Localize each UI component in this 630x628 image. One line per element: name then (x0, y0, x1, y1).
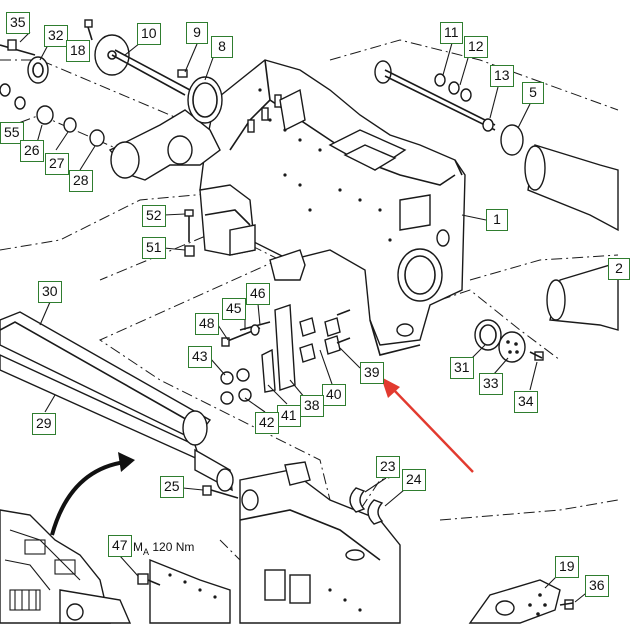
callout-40: 40 (322, 384, 346, 406)
hub-31-33 (474, 319, 544, 363)
red-pointer-arrow (381, 377, 474, 473)
callout-25: 25 (160, 476, 184, 498)
ring-8 (177, 69, 223, 124)
bolt-25 (202, 485, 239, 499)
diagram-drawing (0, 19, 619, 624)
callout-48: 48 (195, 313, 219, 335)
callout-19: 19 (555, 556, 579, 578)
right-shaft (374, 60, 619, 331)
callout-8: 8 (211, 36, 233, 58)
torque-value: 120 Nm (152, 540, 195, 554)
callout-27: 27 (45, 153, 69, 175)
main-frame (199, 59, 466, 356)
bolt-47 (137, 573, 161, 586)
left-hardware (0, 19, 105, 147)
plate-19 (468, 579, 574, 624)
torque-subscript: A (143, 547, 150, 557)
callout-33: 33 (479, 373, 503, 395)
callout-47: 47 (108, 535, 132, 557)
callout-24: 24 (402, 469, 426, 491)
callout-29: 29 (32, 413, 56, 435)
callout-11: 11 (440, 22, 463, 44)
torque-spec: MA 120 Nm (133, 540, 195, 557)
callout-36: 36 (585, 575, 609, 597)
callout-5: 5 (522, 82, 544, 104)
tube-29-30 (0, 311, 234, 492)
callout-38: 38 (300, 395, 324, 417)
callout-35: 35 (6, 12, 30, 34)
rotation-arrow (50, 452, 135, 536)
callout-18: 18 (66, 40, 90, 62)
callout-13: 13 (490, 65, 514, 87)
clips-23-24 (349, 487, 384, 525)
callout-34: 34 (514, 391, 538, 413)
callout-52: 52 (142, 205, 166, 227)
plate-10 (94, 34, 191, 96)
callout-30: 30 (38, 281, 62, 303)
callout-46: 46 (246, 283, 270, 305)
callout-2: 2 (608, 258, 630, 280)
callout-28: 28 (69, 170, 93, 192)
callout-42: 42 (255, 412, 279, 434)
callout-26: 26 (20, 140, 44, 162)
torque-symbol: M (133, 540, 143, 554)
callout-55: 55 (0, 122, 24, 144)
lower-frame (149, 461, 401, 624)
callout-10: 10 (137, 23, 161, 45)
callout-32: 32 (44, 25, 68, 47)
callout-43: 43 (188, 346, 212, 368)
leader-lines (19, 31, 591, 603)
callout-23: 23 (376, 456, 400, 478)
callout-45: 45 (222, 298, 246, 320)
callout-31: 31 (450, 357, 474, 379)
parts-explosion-diagram (0, 19, 619, 624)
bolt-52 (184, 209, 195, 257)
callout-9: 9 (186, 22, 208, 44)
callout-1: 1 (486, 209, 508, 231)
machinery-bottom-left (0, 509, 132, 624)
pivot-arm (108, 109, 256, 256)
bracket-assembly (220, 249, 351, 405)
callout-51: 51 (142, 237, 166, 259)
callout-39: 39 (360, 362, 384, 384)
callout-12: 12 (464, 36, 488, 58)
callout-41: 41 (277, 405, 301, 427)
